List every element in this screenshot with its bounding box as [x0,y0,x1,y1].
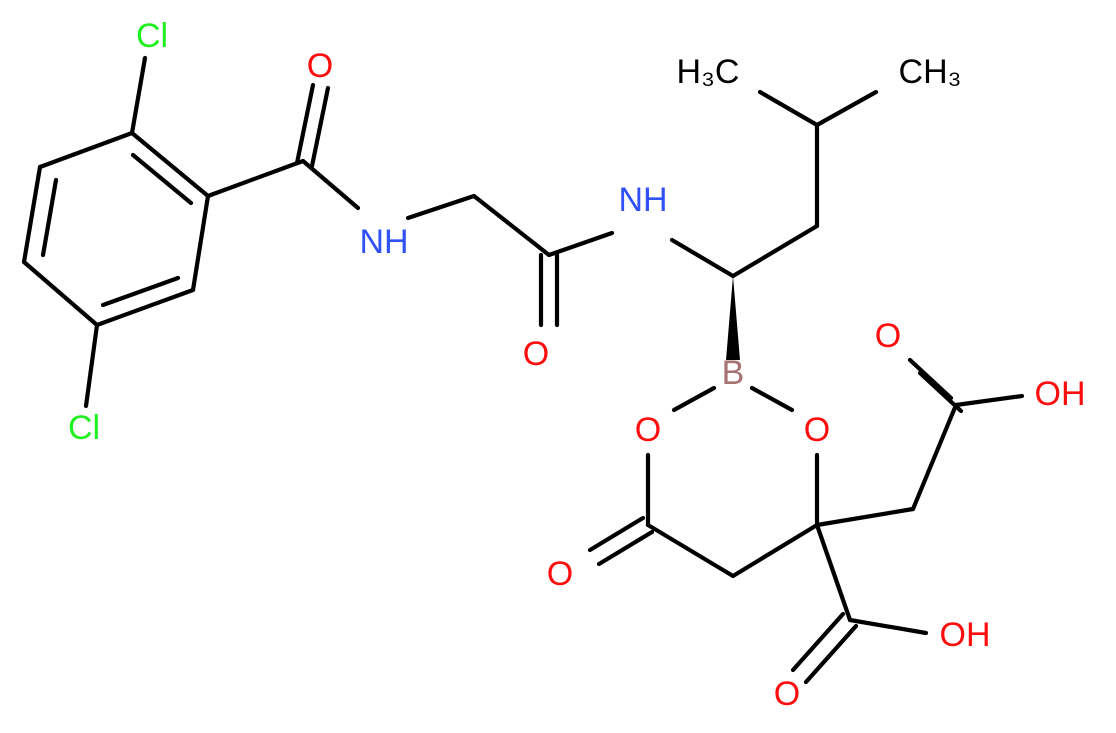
bond-ch-ch3-left [757,89,820,128]
bond-carbonyl1-o-a [294,82,316,166]
bond-cooh2-o-b [803,623,859,685]
atom-oh-acid1: OH [1035,375,1086,413]
ring-bond-c2-c3-inner [40,177,59,258]
bond-lactone-o-b [596,529,655,567]
bond-cooh1-oh [953,393,1025,408]
bond-boron-o-left [671,385,717,413]
ring-bond-c3-c4 [21,259,100,328]
ring-bond-c4-c5-inner [100,275,181,308]
atom-o-ring-right: O [804,411,830,449]
bond-c6-carbonyl [205,158,306,199]
wedge-bond-calpha-boron [726,276,740,360]
bond-cquat-ch2-acid [814,506,916,528]
atom-boron: B [722,354,745,392]
bond-carbonyl1-nh [300,158,361,211]
bond-boron-o-right [749,385,795,413]
atom-o-acid1: O [875,317,901,355]
bond-c-lactone-ch2 [645,522,736,579]
bond-ch2-carbonyl2 [471,193,552,258]
bonds [21,55,1025,685]
ring-bond-c5-c6 [190,193,211,293]
ring-bond-c4-c5 [94,287,196,328]
atom-ch3-right: CH₃ [899,53,962,91]
atom-o-ring-left: O [635,411,661,449]
ring-bond-c1-c2 [37,130,135,170]
bond-c1-cl-top [129,55,148,136]
bond-cooh2-oh [847,617,929,636]
atom-oh-acid2: OH [940,616,991,654]
atom-nh-1: NH [359,223,408,261]
atom-labels: Cl Cl O NH O NH H₃C CH₃ B O O O O OH O O… [68,17,1086,713]
atom-o-amide1: O [307,47,333,85]
bond-cooh1-o-a [907,357,954,401]
atom-o-acid2: O [774,675,800,713]
bond-calpha-ch2 [730,223,820,279]
atom-o-lactone: O [547,555,573,593]
bond-lactone-o-a [587,515,646,553]
bond-ch2-cquat [730,522,820,579]
ring-bond-c2-c3 [21,164,43,265]
bond-cquat-cooh2 [814,522,853,623]
bond-nh2-calpha [669,237,736,279]
bond-nh1-ch2 [405,193,477,221]
atom-ch3-left: H₃C [677,53,740,91]
bond-ch-ch3-right [814,89,879,128]
bond-ch2-cooh1 [910,402,959,512]
bond-carbonyl1-o-b [309,85,331,169]
ring-bond-c6-c1 [129,130,211,199]
ring-bond-c6-c1-inner [130,152,194,206]
atom-cl-top: Cl [136,17,168,55]
atom-nh-2: NH [618,181,667,219]
bond-cooh2-o-a [790,611,846,673]
atom-o-amide2: O [523,335,549,373]
bond-c4-cl-bottom [83,322,100,409]
atom-cl-bottom: Cl [68,409,100,447]
bond-carbonyl2-nh2 [546,230,615,258]
